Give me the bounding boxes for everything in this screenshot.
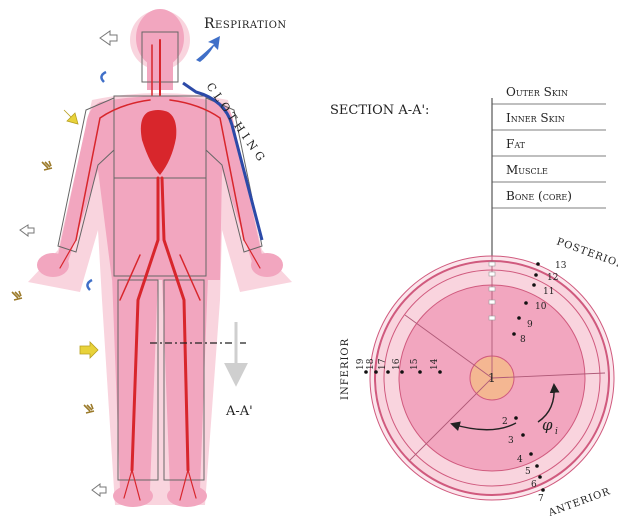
node-number: 9 xyxy=(527,320,533,330)
section-title: SECTION A-A': xyxy=(330,103,429,118)
section-marker-label: A-A' xyxy=(225,404,253,419)
heat-flux-arrow-icon xyxy=(100,31,117,45)
node-dot xyxy=(532,283,536,287)
respiration-label: Respiration xyxy=(204,16,287,32)
node-number: 3 xyxy=(508,436,514,446)
node-dot xyxy=(514,416,518,420)
human-body-figure xyxy=(28,9,292,507)
heat-flux-arrow-icon xyxy=(92,484,106,496)
node-number: 10 xyxy=(535,302,547,312)
node-dot xyxy=(535,464,539,468)
node-number: 14 xyxy=(430,358,440,370)
center-node-label: 1 xyxy=(488,371,496,385)
node-number: 2 xyxy=(502,417,508,427)
node-number: 15 xyxy=(410,358,420,370)
heat-flux-arrow-icon xyxy=(80,342,98,358)
node-number: 19 xyxy=(356,358,366,370)
node-number: 11 xyxy=(543,287,554,297)
node-dot xyxy=(517,316,521,320)
node-number: 16 xyxy=(392,358,402,370)
node-number: 12 xyxy=(547,273,558,283)
node-dot xyxy=(536,262,540,266)
legend-item-layer: Outer Skin xyxy=(506,85,568,99)
node-number: 7 xyxy=(538,494,544,504)
node-dot xyxy=(534,273,538,277)
legend-item-layer: Inner Skin xyxy=(506,111,565,125)
node-dot xyxy=(541,488,545,492)
radiation-squiggle-icon xyxy=(12,291,22,300)
phi-subscript: i xyxy=(555,427,558,437)
respiration-arrow-icon xyxy=(196,36,220,62)
node-dot xyxy=(512,332,516,336)
node-dot xyxy=(521,433,525,437)
phi-symbol: φ xyxy=(542,416,553,434)
node-number: 17 xyxy=(378,358,388,370)
node-number: 8 xyxy=(520,335,526,345)
node-number: 4 xyxy=(517,455,523,465)
radiation-squiggle-icon xyxy=(84,404,94,413)
inferior-label: INFERIOR xyxy=(340,338,351,400)
heat-flux-arrow-icon xyxy=(20,225,34,236)
respiration-small-arrow-icon xyxy=(101,72,106,82)
node-dot xyxy=(524,301,528,305)
node-number: 13 xyxy=(555,261,567,271)
node-number: 6 xyxy=(531,480,537,490)
heat-flux-arrow-icon xyxy=(64,110,78,124)
node-dot xyxy=(529,452,533,456)
legend-item-layer: Bone (core) xyxy=(506,189,572,203)
node-number: 5 xyxy=(525,467,531,477)
legend-item-layer: Muscle xyxy=(506,163,548,177)
node-number: 18 xyxy=(366,358,376,370)
radiation-squiggle-icon xyxy=(42,161,52,170)
node-dot xyxy=(538,475,542,479)
anterior-label: ANTERIOR xyxy=(546,486,612,519)
respiration-small-arrow-icon xyxy=(87,280,92,290)
legend-item-layer: Fat xyxy=(506,137,526,151)
